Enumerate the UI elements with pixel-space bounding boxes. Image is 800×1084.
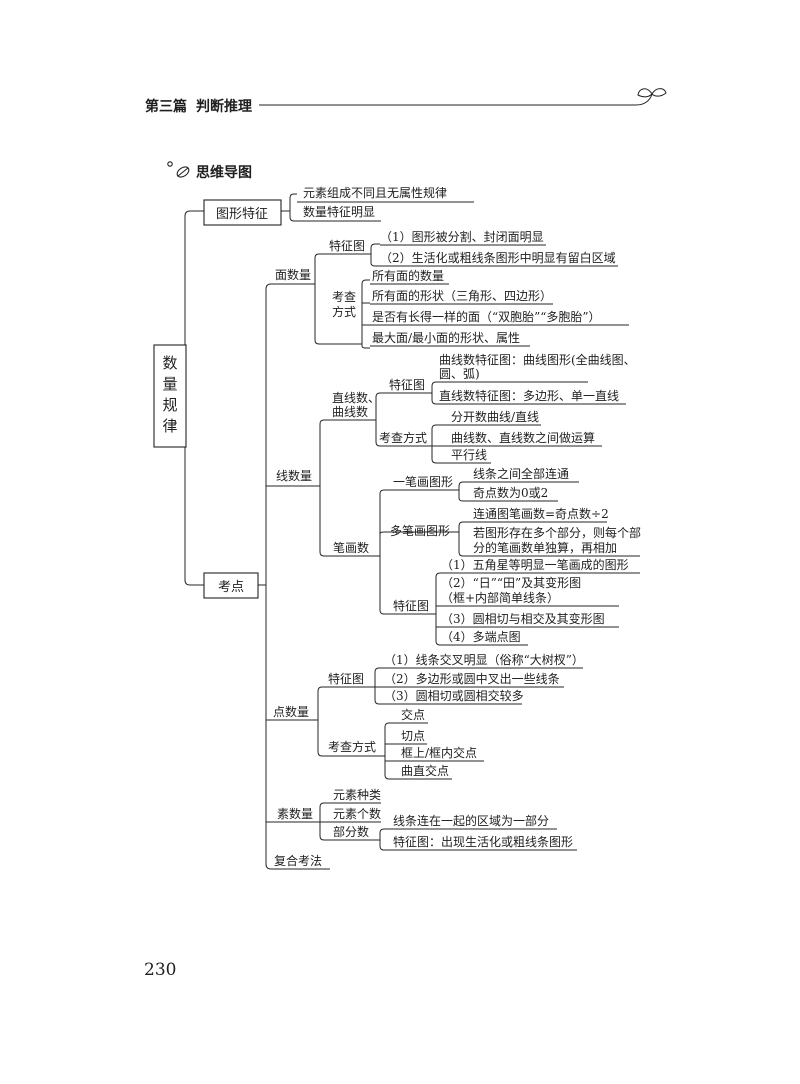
root-char: 数 [162,354,177,372]
fhkf-label: 复合考法 [274,853,322,868]
dsl-t2-label: （2）多边形或圆中叉出一些线条 [384,671,560,686]
bh-t2a-label: （2）“日”“田”及其变形图 [441,575,581,590]
node-txzz: 图形特征 [203,199,282,226]
msl-k3-label: 是否有长得一样的面（“双胞胎”“多胞胎”） [372,309,601,324]
dsl-tzt-label: 特征图 [328,671,364,686]
bh-t2b-label: （框+内部简单线条） [441,590,559,605]
bh-t3-label: （3）圆相切与相交及其变形图 [441,611,605,626]
zxs-a-label: 直线数、 [332,390,380,405]
node-kd: 考点 [203,572,259,599]
dsl-k1-label: 交点 [401,707,425,722]
header-title: 判断推理 [196,98,252,115]
bh-tzt-label: 特征图 [393,598,429,613]
msl-tzt-1-label: （1）图形被分割、封闭面明显 [380,229,544,244]
ssl-3a-label: 线条连在一起的区域为一部分 [393,813,549,828]
page-header: 第三篇 判断推理 [145,88,667,115]
ybh-1-label: 线条之间全部连通 [473,466,569,481]
msl-label: 面数量 [275,267,311,282]
mindmap-title-group: 思维导图 [167,161,252,181]
xsl-label: 线数量 [276,468,312,483]
ssl-1-label: 元素种类 [333,788,381,802]
zxs-b-label: 曲线数 [332,404,368,419]
msl-k1-label: 所有面的数量 [372,268,444,283]
ssl-2-label: 元素个数 [333,806,381,821]
bh-t4-label: （4）多端点图 [441,630,521,644]
sprout-icon [635,88,667,106]
root-node: 数量规律 [153,344,187,448]
header-section: 第三篇 [145,98,187,115]
dsl-k4-label: 曲直交点 [401,763,449,778]
dsl-kcfs-label: 考查方式 [328,739,376,754]
mindmap-title: 思维导图 [196,164,252,181]
dsl-k2-label: 切点 [401,729,425,743]
zxs-k1-label: 分开数曲线/直线 [451,409,539,424]
msl-k2-label: 所有面的形状（三角形、四边形） [372,288,552,303]
connector-lines [184,193,640,870]
zxs-tzt-label: 特征图 [389,377,425,392]
zxs-k3-label: 平行线 [451,448,487,462]
zxs-kcfs-label: 考查方式 [379,430,427,445]
zxs-t2-label: 直线数特征图：多边形、单一直线 [439,388,619,403]
kd-label: 考点 [218,580,244,595]
mindmap-leaf-icon [167,161,190,178]
root-char: 规 [162,396,177,414]
root-char: 律 [162,417,177,435]
dbh-label: 多笔画图形 [390,523,450,538]
root-label: 数量规律 [162,354,177,435]
txzz-1-label: 元素组成不同且无属性规律 [303,185,447,200]
ssl-3-label: 部分数 [333,824,369,839]
txzz-label: 图形特征 [216,207,268,222]
dsl-t3-label: （3）圆相切或圆相交较多 [384,688,524,703]
msl-kcfs-a-label: 考查 [332,290,356,304]
dsl-t1-label: （1）线条交叉明显（俗称“大树杈”） [384,652,584,667]
root-char: 量 [162,375,177,393]
dsl-k3-label: 框上/框内交点 [401,745,477,760]
ssl-label: 素数量 [277,806,313,821]
bh-t1-label: （1）五角星等明显一笔画成的图形 [441,557,629,572]
msl-tzt-2-label: （2）生活化或粗线条图形中明显有留白区域 [380,250,616,265]
zxs-t1a-label: 曲线数特征图：曲线图形(全曲线图、 [439,352,636,367]
ybh-label: 一笔画图形 [393,474,453,489]
zxs-k2-label: 曲线数、直线数之间做运算 [451,430,595,445]
ybh-2-label: 奇点数为0或2 [473,485,548,500]
txzz-2-label: 数量特征明显 [303,204,375,219]
dbh-1-label: 连通图笔画数=奇点数÷2 [473,506,609,521]
msl-kcfs-b-label: 方式 [332,304,356,319]
dsl-label: 点数量 [273,704,309,719]
ssl-3b-label: 特征图：出现生活化或粗线条图形 [393,834,573,849]
bhs-label: 笔画数 [333,540,369,555]
dbh-2b-label: 分的笔画数单独算，再相加 [473,540,617,555]
zxs-t1b-label: 圆、弧) [439,367,480,381]
dbh-2a-label: 若图形存在多个部分，则每个部 [473,525,641,540]
msl-k4-label: 最大面/最小面的形状、属性 [372,330,520,345]
node-labels: 元素组成不同且无属性规律 数量特征明显 面数量 特征图 （1）图形被分割、封闭面… [273,185,641,868]
page-number: 230 [144,960,176,980]
msl-tzt-label: 特征图 [329,238,365,253]
